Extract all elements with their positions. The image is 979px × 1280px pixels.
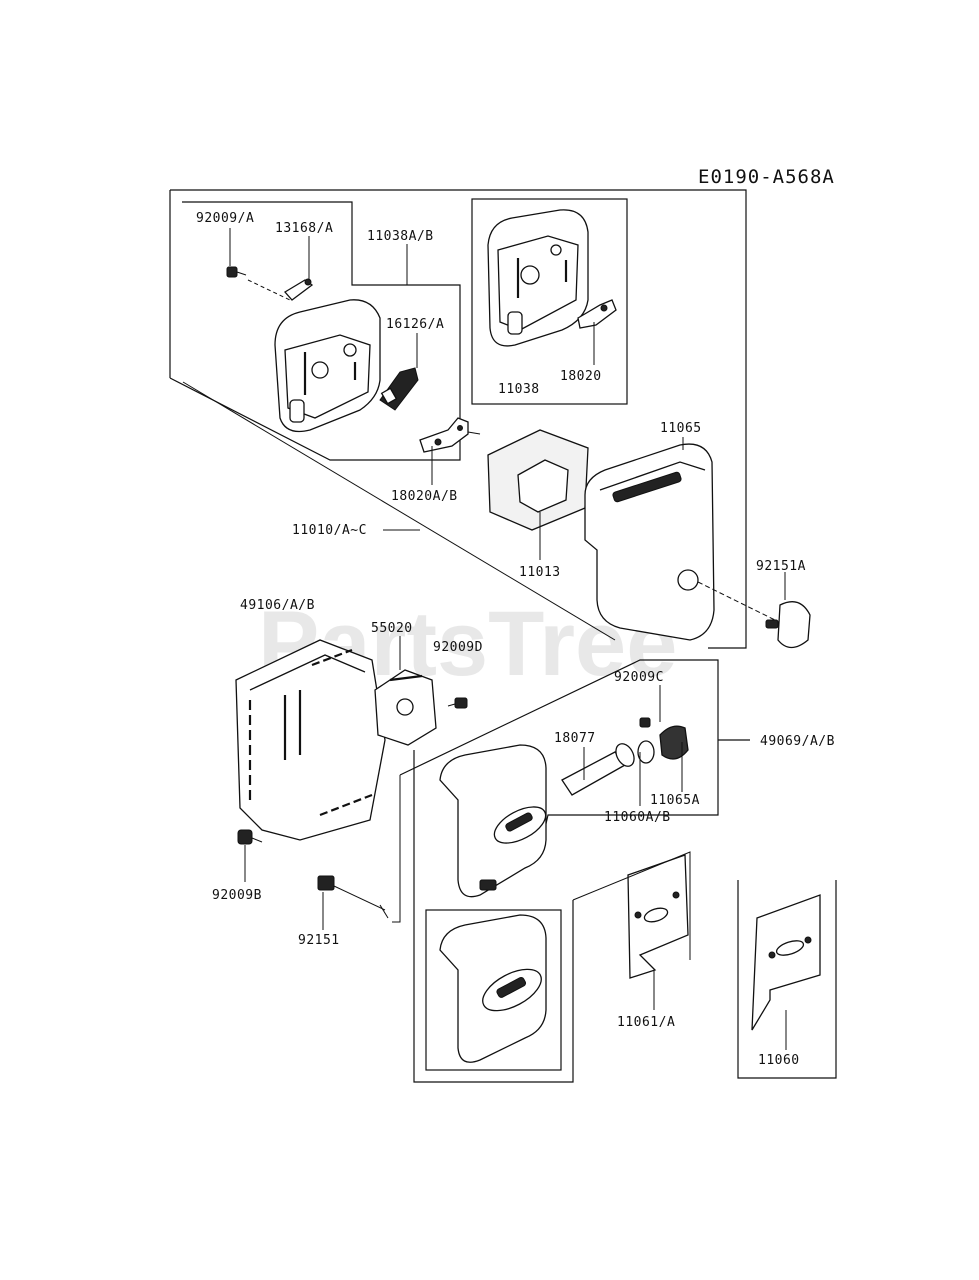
label-49069: 49069/A/B [760,734,835,749]
bolt-92009-a-part [226,266,291,301]
label-16126-a: 16126/A [386,317,444,332]
leader-lines [229,228,787,1050]
label-49106: 49106/A/B [240,598,315,613]
cover-11038-frame [471,198,628,405]
air-cleaner-cover-part [274,299,381,433]
label-11060: 11060 [758,1053,800,1068]
pipe-18077-part [561,743,635,796]
label-11065: 11065 [660,421,702,436]
label-92009b: 92009B [212,888,262,903]
muffler-bolt-line [392,775,401,923]
label-11038: 11038 [498,382,540,397]
label-92151: 92151 [298,933,340,948]
label-92009-a: 92009/A [196,211,254,226]
gasket-plate-11060-part [751,894,821,1031]
label-11013: 11013 [519,565,561,580]
cap-11065a-part [659,725,689,760]
label-92009d: 92009D [433,640,483,655]
muffler-cover-49106-part [235,639,386,841]
muffler-alt-part [439,914,547,1063]
plate-18020-part [577,299,617,329]
diagram-code: E0190-A568A [698,166,835,188]
label-18020a-b: 18020A/B [391,489,458,504]
gasket-11060-frame [737,880,837,1079]
muffler-49069-part [439,744,547,898]
label-55020: 55020 [371,621,413,636]
muffler-alt-inner-frame [425,909,562,1071]
cover-subassembly-frame [169,201,461,461]
gasket-11060a-b-part [637,740,655,764]
lever-13168-a-part [283,278,314,301]
air-cleaner-cover-11038-part [487,209,589,347]
assembly-line [182,381,616,641]
air-cleaner-assembly-frame [169,189,747,649]
muffler-alt-frame [413,750,574,1083]
gasket-11061-frame [572,851,691,960]
bolt-92151-part [317,875,389,919]
label-18077: 18077 [554,731,596,746]
knob-92151a-part [765,601,811,649]
label-11060a-b: 11060A/B [604,810,671,825]
label-11065a: 11065A [650,793,700,808]
label-11010: 11010/A~C [292,523,367,538]
choke-16126-a-part [379,367,419,411]
gasket-plate-11061-a-part [627,854,689,979]
filter-element-11013-part [487,429,589,531]
label-92009c: 92009C [614,670,664,685]
bracket-55020-part [374,669,437,746]
air-cleaner-case-11065-part [584,443,776,641]
label-11061-a: 11061/A [617,1015,675,1030]
screw-92009c-part [639,717,651,728]
plate-18020a-b-part [419,417,481,453]
label-92151a: 92151A [756,559,806,574]
label-13168-a: 13168/A [275,221,333,236]
bolt-92009b-part [237,829,263,845]
label-18020: 18020 [560,369,602,384]
label-11038a-b: 11038A/B [367,229,434,244]
bolt-92009d-part [447,697,468,709]
muffler-assembly-frame [399,659,750,851]
